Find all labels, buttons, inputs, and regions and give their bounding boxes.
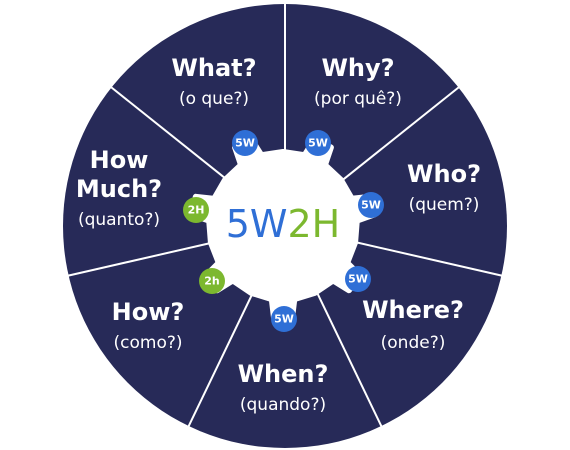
segment-why-subtitle: (por quê?) [314,89,402,109]
segment-what-title: What? [171,54,256,82]
badge-when-circle [271,306,297,332]
badge-when-label: 5W [274,313,294,326]
badge-how-much-circle [183,197,209,223]
badge-where: 5W [345,266,371,292]
divider-line-2 [331,85,461,190]
segment-how-subtitle: (como?) [114,333,183,353]
divider-line-6 [66,238,227,277]
center-title-5w: 5W [226,202,288,246]
segment-who-subtitle: (quem?) [409,195,480,215]
badge-what-circle [232,130,258,156]
badge-what: 5W [232,130,258,156]
badge-who-label: 5W [361,199,381,212]
divider-line-3 [343,238,504,277]
segment-why-title: Why? [321,54,394,82]
badge-when: 5W [271,306,297,332]
badge-where-label: 5W [348,273,368,286]
center-title: 5W2H [226,202,341,246]
badge-how-circle [199,268,225,294]
segment-where-title: Where? [362,296,464,324]
divider-line-4 [310,279,384,429]
divider-line-5 [186,279,260,429]
segment-how-much-title-line1: How [90,146,149,174]
badge-why-circle [305,130,331,156]
segment-how-much-subtitle: (quanto?) [78,210,160,230]
segment-who-title: Who? [407,160,481,188]
segment-where-subtitle: (onde?) [381,333,446,353]
segment-when-title: When? [238,360,329,388]
segment-dividers [66,2,504,429]
badge-why: 5W [305,130,331,156]
segment-what-subtitle: (o que?) [179,89,249,109]
segment-when-subtitle: (quando?) [240,395,326,415]
badge-where-circle [345,266,371,292]
center-title-2h: 2H [287,202,340,246]
badge-who-circle [358,192,384,218]
badge-how-label: 2h [204,275,220,288]
segment-how-much-title-line2: Much? [76,175,162,203]
badge-why-label: 5W [308,137,328,150]
badge-how: 2h [199,268,225,294]
badge-how-much-label: 2H [188,204,205,217]
badge-how-much: 2H [183,197,209,223]
divider-line-7 [109,85,239,190]
badge-who: 5W [358,192,384,218]
badge-what-label: 5W [235,137,255,150]
segment-how-title: How? [112,298,185,326]
